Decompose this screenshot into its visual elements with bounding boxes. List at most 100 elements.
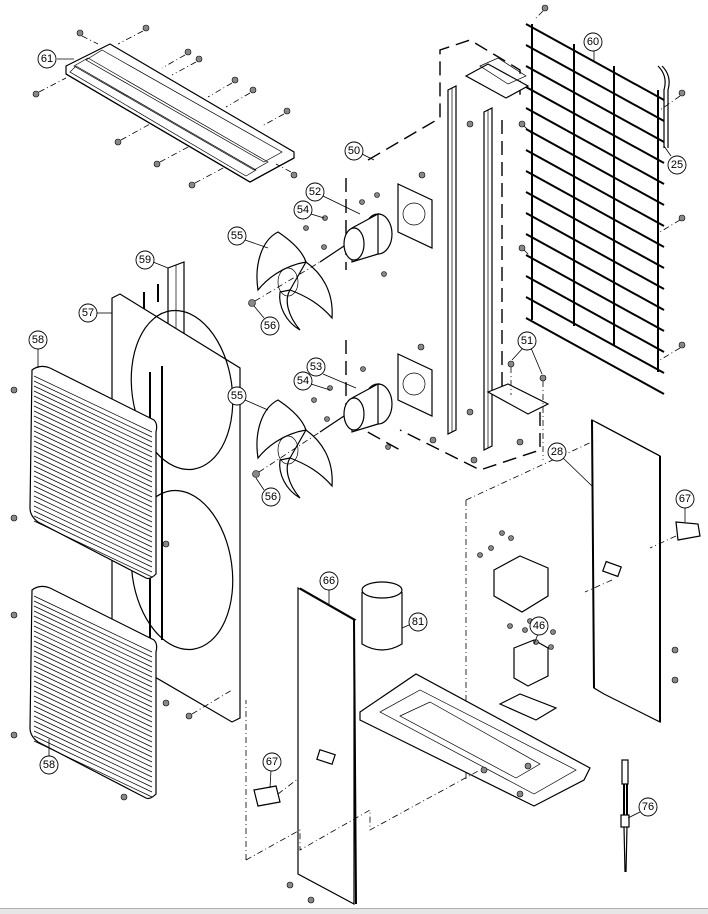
propeller-fan-lower-55 xyxy=(252,399,333,499)
grille-slat xyxy=(33,665,153,723)
rear-wire-guard-60 xyxy=(518,4,686,395)
grille-slat xyxy=(33,625,153,683)
support-bracket-screws-51 xyxy=(507,360,547,460)
top-panel-screws xyxy=(32,24,298,189)
callout-58: 58 xyxy=(28,330,48,368)
callout-label: 53 xyxy=(310,361,322,373)
guard-bar xyxy=(525,86,665,164)
grille-slat xyxy=(33,650,153,708)
grille-slat xyxy=(33,680,153,738)
callout-57: 57 xyxy=(78,303,112,323)
grille-slat xyxy=(33,635,153,693)
grille-slat xyxy=(33,605,153,663)
grille-slat xyxy=(33,385,153,443)
thermistor-76 xyxy=(620,759,630,873)
grille-slat xyxy=(33,500,153,558)
callouts: 61 60 25 50 52 54 55 56 xyxy=(28,32,695,819)
grille-slat xyxy=(33,730,153,788)
callout-60: 60 xyxy=(583,32,603,62)
callout-label: 28 xyxy=(551,446,563,458)
callout-label: 56 xyxy=(264,320,276,332)
grille-slat xyxy=(33,670,153,728)
reactor-46 xyxy=(477,530,558,721)
grille-slat xyxy=(33,420,153,478)
callout-label: 25 xyxy=(671,159,683,171)
grille-slat xyxy=(33,510,153,568)
grille-slat xyxy=(33,710,153,768)
callout-label: 54 xyxy=(297,375,309,387)
guard-bar xyxy=(525,107,665,185)
callout-label: 66 xyxy=(323,575,335,587)
guard-bar xyxy=(525,44,665,122)
grille-slat xyxy=(33,405,153,463)
callout-label: 50 xyxy=(348,145,360,157)
grille-slat xyxy=(33,505,153,563)
callout-67: 67 xyxy=(675,489,695,522)
grille-slat xyxy=(33,445,153,503)
grille-slat xyxy=(33,610,153,668)
guard-bar xyxy=(525,65,665,143)
callout-label: 46 xyxy=(533,620,545,632)
left-side-panel-66 xyxy=(286,586,357,906)
grille-slat xyxy=(33,465,153,523)
grille-slat xyxy=(33,400,153,458)
callout-label: 51 xyxy=(521,335,533,347)
grille-slat xyxy=(33,520,153,578)
callout-58b: 58 xyxy=(39,739,59,775)
grille-slat xyxy=(33,455,153,513)
cylinder-cover-81 xyxy=(361,581,403,651)
grille-slat xyxy=(33,390,153,448)
callout-label: 52 xyxy=(309,186,321,198)
grille-slat xyxy=(33,695,153,753)
grille-slat xyxy=(33,700,153,758)
grille-slat xyxy=(33,485,153,543)
callout-label: 58 xyxy=(32,334,44,346)
callout-label: 59 xyxy=(139,254,151,266)
grille-slat xyxy=(33,475,153,533)
guard-bar xyxy=(525,128,665,206)
guard-bar xyxy=(525,233,665,311)
motor-support-frame-50 xyxy=(345,39,550,471)
callout-label: 54 xyxy=(297,204,309,216)
callout-label: 60 xyxy=(587,36,599,48)
callout-label: 67 xyxy=(679,493,691,505)
grille-slat xyxy=(33,375,153,433)
callout-53: 53 xyxy=(306,357,357,389)
callout-54b: 54 xyxy=(293,371,331,391)
callout-52: 52 xyxy=(305,182,361,215)
fan-motor-lower-53 xyxy=(311,366,393,450)
grille-slat xyxy=(33,615,153,673)
callout-56: 56 xyxy=(253,305,280,336)
grille-slat xyxy=(33,600,153,658)
callout-61: 61 xyxy=(37,49,74,69)
grille-slat xyxy=(33,740,153,798)
guard-bar xyxy=(525,212,665,290)
callout-label: 81 xyxy=(412,616,424,628)
grille-slat xyxy=(33,470,153,528)
grille-slat xyxy=(33,655,153,713)
callout-label: 67 xyxy=(266,756,278,768)
bracket-rod-25 xyxy=(657,65,670,148)
callout-label: 56 xyxy=(265,491,277,503)
callout-label: 76 xyxy=(642,801,654,813)
grille-slat xyxy=(33,515,153,573)
grille-slat xyxy=(33,430,153,488)
discharge-grille-lower-58 xyxy=(10,585,233,801)
grille-slat xyxy=(33,395,153,453)
grille-slat xyxy=(33,480,153,538)
grille-slat xyxy=(33,630,153,688)
grille-slat xyxy=(33,595,153,653)
grille-slat xyxy=(33,720,153,778)
callout-76: 76 xyxy=(627,797,658,819)
grille-slat xyxy=(33,660,153,718)
grille-slat xyxy=(33,495,153,553)
callout-25: 25 xyxy=(663,145,687,175)
callout-59: 59 xyxy=(135,250,169,270)
grille-slat xyxy=(33,725,153,783)
grille-slat xyxy=(33,410,153,468)
discharge-grille-upper-58 xyxy=(10,365,170,580)
grille-slat xyxy=(33,675,153,733)
grille-slat xyxy=(33,425,153,483)
guard-bar xyxy=(525,170,665,248)
